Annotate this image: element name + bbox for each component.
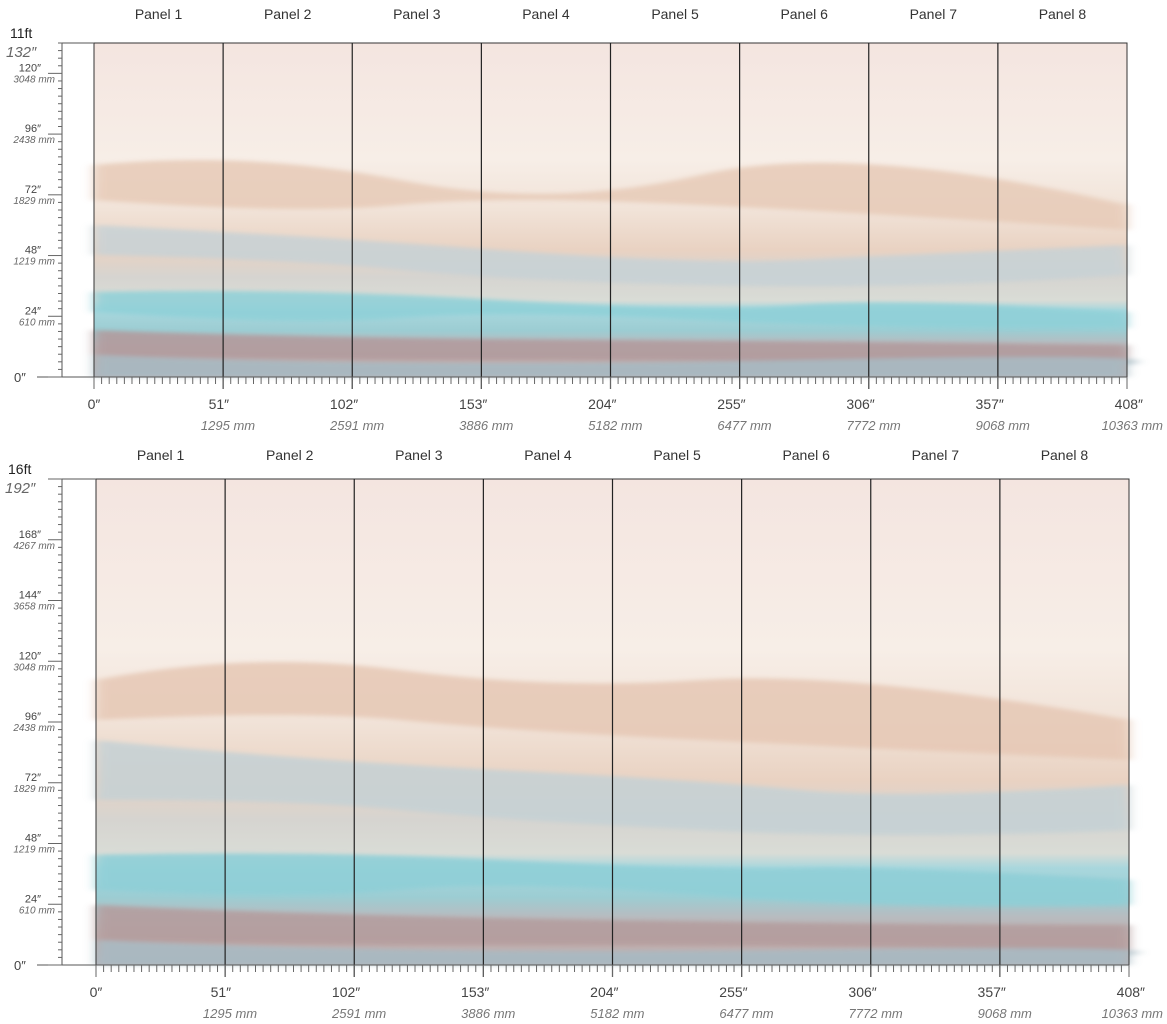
panel-labels-top: Panel 1 Panel 2 Panel 3 Panel 4 Panel 5 Panel…	[135, 6, 1087, 22]
x-tick-label-in: 255″	[717, 396, 745, 412]
y-tick-label-in: 48″	[25, 245, 41, 257]
panel-label: Panel 3	[393, 6, 441, 22]
x-tick-label-mm: 3886 mm	[461, 1006, 515, 1021]
x-tick-label-mm: 6477 mm	[719, 1006, 773, 1021]
panel-label: Panel 4	[524, 447, 572, 463]
x-tick-label-in: 102″	[330, 396, 358, 412]
x-tick-label-in: 153″	[459, 396, 487, 412]
panel-label: Panel 6	[782, 447, 830, 463]
y-tick-label-mm: 1219 mm	[13, 257, 55, 268]
y-tick-label-in: 144″	[19, 590, 41, 602]
panel-label: Panel 7	[910, 6, 958, 22]
panel-label: Panel 2	[266, 447, 314, 463]
panel-label: Panel 8	[1041, 447, 1089, 463]
y-tick-label-mm: 3048 mm	[13, 74, 55, 85]
y-tick-label-in: 24″	[25, 893, 41, 905]
x-tick-label-mm: 7772 mm	[849, 1006, 903, 1021]
y-tick-label-in: 48″	[25, 833, 41, 845]
x-tick-label-mm: 1295 mm	[201, 418, 255, 433]
panel-label: Panel 1	[135, 6, 183, 22]
x-axis: 0″ 51″ 1295 mm 102″ 2591 mm 153″ 3886 mm 204″ 51…	[88, 376, 1164, 433]
mural-image	[96, 479, 1140, 965]
x-tick-label-mm: 2591 mm	[331, 1006, 386, 1021]
y-tick-label-in: 120″	[19, 650, 41, 662]
x-tick-label-mm: 9068 mm	[978, 1006, 1032, 1021]
x-zero-label: 0″	[88, 396, 101, 412]
x-tick-label-in: 51″	[211, 984, 232, 1000]
height-ft-label: 11ft	[10, 25, 32, 41]
x-tick-label-in: 306″	[846, 396, 874, 412]
y-tick-label-mm: 1219 mm	[13, 845, 55, 856]
y-zero-label: 0″	[14, 958, 26, 973]
height-ft-label: 16ft	[8, 461, 31, 477]
x-tick-label-mm: 1295 mm	[203, 1006, 257, 1021]
y-tick-label-in: 168″	[19, 529, 41, 541]
y-tick-label-in: 120″	[19, 62, 41, 74]
y-tick-label-in: 96″	[25, 123, 41, 135]
x-tick-label-mm: 2591 mm	[329, 418, 384, 433]
y-tick-label-in: 72″	[25, 184, 41, 196]
height-in-label: 192″	[5, 480, 36, 497]
mural-16ft: Panel 1 Panel 2 Panel 3 Panel 4 Panel 5 Panel…	[5, 447, 1163, 1021]
x-tick-label-mm: 3886 mm	[459, 418, 513, 433]
x-axis: 0″ 51″ 1295 mm 102″ 2591 mm 153″ 3886 mm 204″ 51…	[90, 964, 1164, 1021]
x-tick-label-in: 408″	[1115, 396, 1143, 412]
y-axis: 24″610 mm 48″1219 mm 72″1829 mm 96″2438 mm 1…	[12, 42, 94, 378]
y-tick-label-mm: 3658 mm	[13, 602, 55, 613]
panel-label: Panel 6	[780, 6, 828, 22]
y-tick-label-mm: 3048 mm	[13, 662, 55, 673]
x-tick-label-in: 102″	[332, 984, 360, 1000]
x-tick-label-in: 204″	[590, 984, 618, 1000]
y-tick-label-in: 96″	[25, 711, 41, 723]
x-tick-label-in: 204″	[588, 396, 616, 412]
x-tick-label-mm: 5182 mm	[588, 418, 642, 433]
x-tick-label-in: 357″	[978, 984, 1006, 1000]
panel-label: Panel 5	[653, 447, 701, 463]
y-tick-label-mm: 1829 mm	[13, 196, 55, 207]
height-in-label: 132″	[6, 44, 37, 61]
x-tick-label-in: 255″	[719, 984, 747, 1000]
y-tick-label-mm: 1829 mm	[13, 784, 55, 795]
y-tick-label-in: 24″	[25, 305, 41, 317]
x-tick-label-in: 357″	[976, 396, 1004, 412]
panel-labels-top: Panel 1 Panel 2 Panel 3 Panel 4 Panel 5 Panel…	[137, 447, 1089, 463]
mural-11ft: Panel 1 Panel 2 Panel 3 Panel 4 Panel 5 Panel…	[6, 6, 1163, 433]
panel-label: Panel 7	[912, 447, 960, 463]
y-tick-label-mm: 2438 mm	[12, 135, 55, 146]
y-tick-label-mm: 2438 mm	[12, 723, 55, 734]
x-tick-label-mm: 9068 mm	[976, 418, 1030, 433]
panel-label: Panel 2	[264, 6, 312, 22]
y-axis: 24″610 mm 48″1219 mm 72″1829 mm 96″2438 mm 1…	[12, 478, 96, 966]
x-tick-label-mm: 5182 mm	[590, 1006, 644, 1021]
x-tick-label-mm: 6477 mm	[717, 418, 771, 433]
x-tick-label-mm: 10363 mm	[1102, 418, 1164, 433]
y-tick-label-in: 72″	[25, 772, 41, 784]
x-tick-label-mm: 10363 mm	[1102, 1006, 1164, 1021]
y-tick-label-mm: 610 mm	[19, 905, 55, 916]
panel-label: Panel 3	[395, 447, 443, 463]
panel-label: Panel 1	[137, 447, 185, 463]
panel-label: Panel 5	[651, 6, 699, 22]
y-zero-label: 0″	[14, 370, 26, 385]
x-tick-label-mm: 7772 mm	[847, 418, 901, 433]
y-tick-label-mm: 610 mm	[19, 317, 55, 328]
mural-image	[94, 43, 1139, 377]
x-tick-label-in: 408″	[1117, 984, 1145, 1000]
x-tick-label-in: 51″	[209, 396, 230, 412]
panel-label: Panel 8	[1039, 6, 1087, 22]
x-tick-label-in: 153″	[461, 984, 489, 1000]
x-tick-label-in: 306″	[848, 984, 876, 1000]
x-zero-label: 0″	[90, 984, 103, 1000]
y-tick-label-mm: 4267 mm	[13, 541, 55, 552]
panel-label: Panel 4	[522, 6, 570, 22]
